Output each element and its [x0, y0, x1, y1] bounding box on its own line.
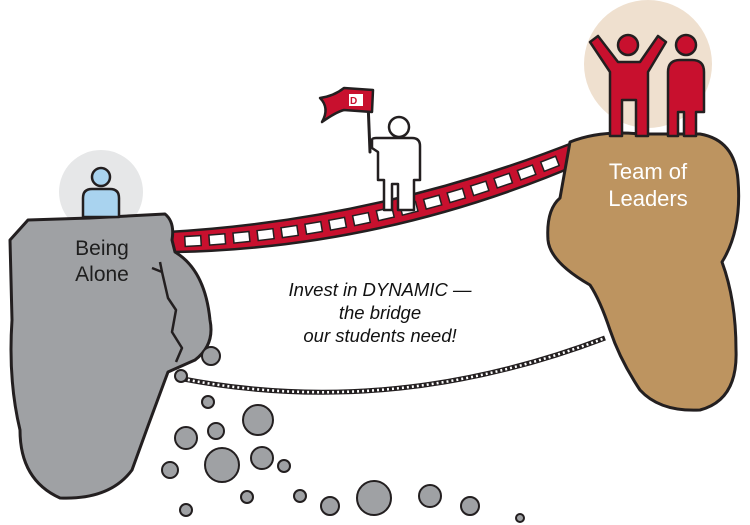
tagline-line3: our students need! — [303, 325, 457, 346]
right-cliff — [546, 131, 741, 412]
team-of-leaders-line2: Leaders — [608, 186, 688, 211]
rock — [204, 447, 240, 483]
rock — [240, 490, 254, 504]
rock-crack — [151, 261, 184, 363]
rock — [277, 459, 291, 473]
team-of-leaders-icon — [588, 33, 706, 138]
being-alone-line2: Alone — [75, 263, 129, 286]
team-of-leaders-label: Team of Leaders — [588, 158, 708, 212]
rock — [418, 484, 442, 508]
falling-rocks — [161, 346, 525, 523]
team-of-leaders-line1: Team of — [608, 159, 688, 184]
rock — [515, 513, 525, 523]
red-bridge — [166, 138, 586, 254]
bridge-plank — [232, 230, 251, 244]
rock — [174, 369, 188, 383]
rope — [177, 335, 606, 395]
bridge-plank — [183, 234, 203, 248]
rock — [201, 395, 215, 409]
bridge-plank — [208, 232, 227, 246]
bridge-plank — [469, 180, 490, 197]
being-alone-label: Being Alone — [52, 236, 152, 288]
bridge-plank — [493, 172, 514, 189]
rock — [293, 489, 307, 503]
bridge-plank — [422, 194, 443, 211]
rock — [460, 496, 480, 516]
tagline-line2: the bridge — [338, 302, 422, 323]
rock — [242, 404, 274, 436]
bridge-plank — [351, 211, 372, 227]
bridge-plank — [256, 227, 275, 242]
flag-icon — [318, 86, 375, 124]
bridge-plank — [539, 155, 561, 173]
bridge-plank — [446, 187, 467, 204]
rock — [161, 461, 179, 479]
tagline: Invest in DYNAMIC — the bridge our stude… — [255, 278, 505, 347]
left-cliff — [8, 212, 213, 500]
rock — [174, 426, 198, 450]
rock — [207, 422, 225, 440]
rock — [356, 480, 392, 516]
rock — [320, 496, 340, 516]
bridge-plank — [516, 164, 537, 181]
being-alone-line1: Being — [75, 237, 129, 260]
rock — [250, 446, 274, 470]
bridge-plank — [280, 224, 300, 239]
tagline-line1: Invest in DYNAMIC — — [288, 279, 472, 300]
flag-bearer-icon — [318, 86, 422, 212]
rock — [201, 346, 221, 366]
lone-person-icon — [81, 166, 121, 219]
bridge-plank — [327, 216, 348, 232]
bridge-plank — [304, 220, 324, 235]
flag-letter: D — [350, 96, 357, 107]
rock — [179, 503, 193, 517]
